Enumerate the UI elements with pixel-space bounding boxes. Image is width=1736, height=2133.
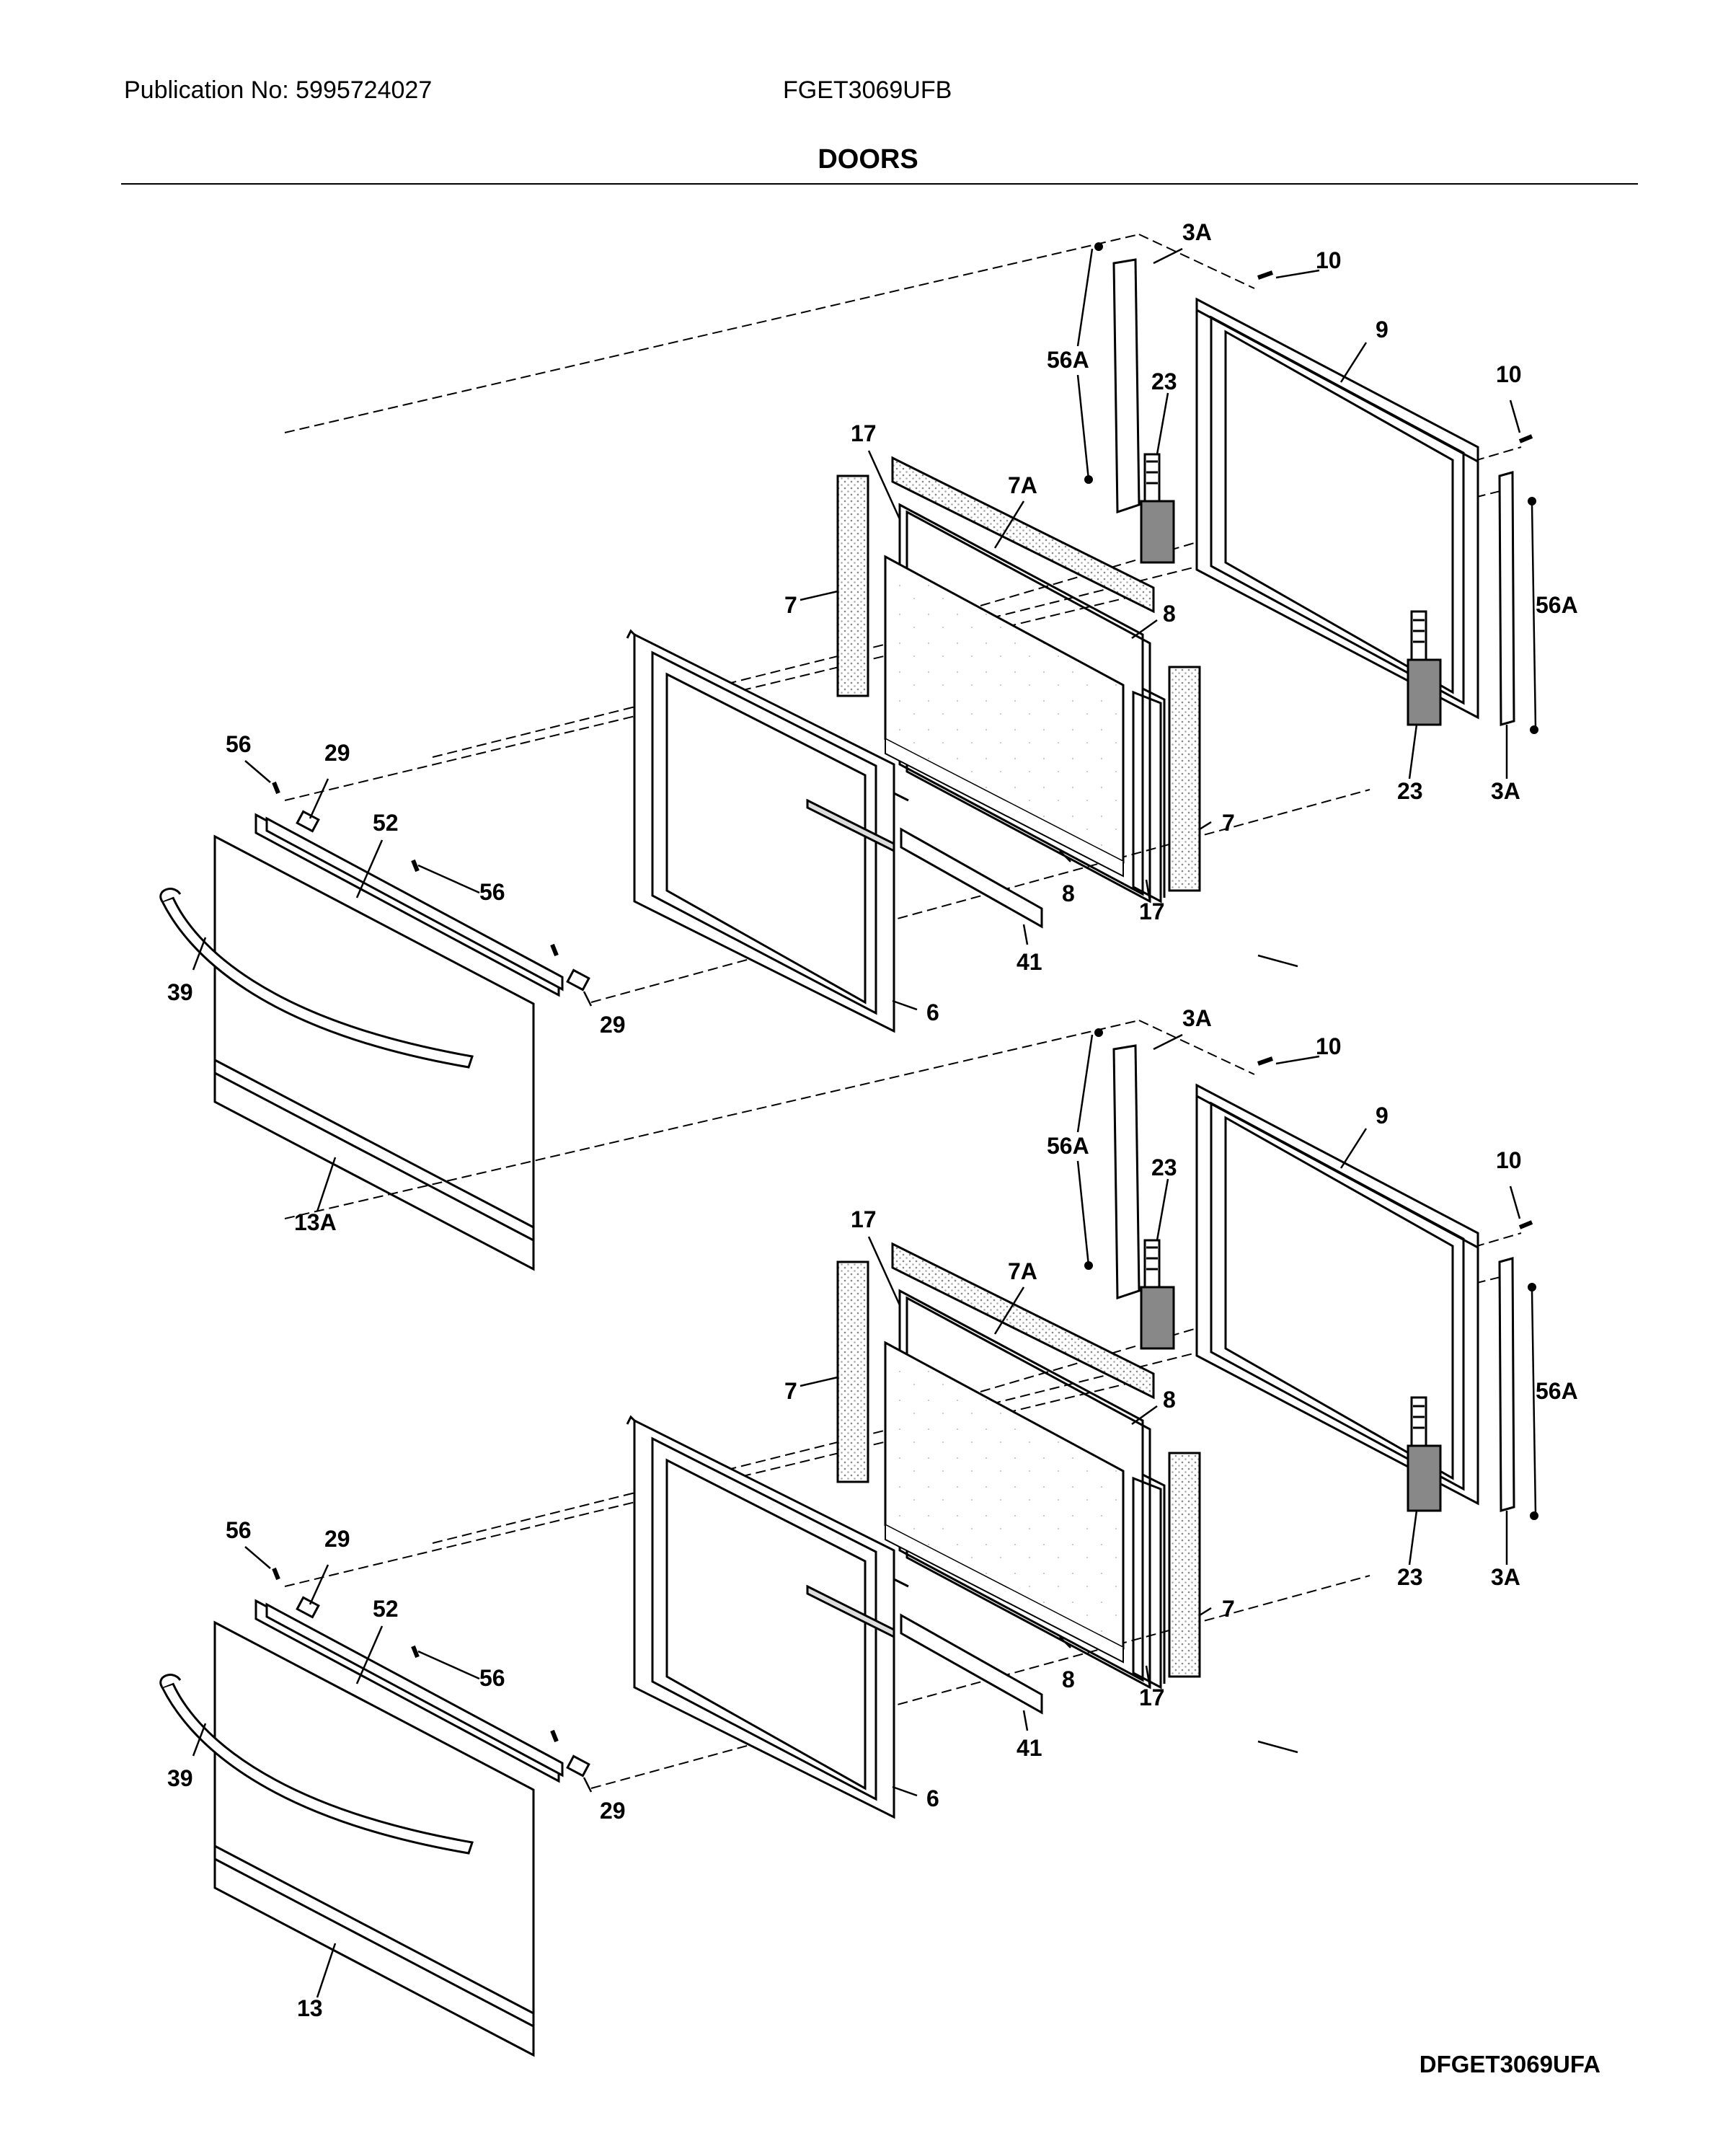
callout-29: 29: [324, 740, 350, 766]
callout-9: 9: [1376, 317, 1389, 343]
callout-23: 23: [1151, 1154, 1177, 1180]
callout-39: 39: [167, 1765, 193, 1791]
callout-56: 56: [226, 1517, 252, 1543]
lower-door-assembly: 3A 10 9 56A 23 10 17 7A 7 8 56A 23 3A 7 …: [161, 1005, 1578, 2055]
callout-23: 23: [1151, 368, 1177, 394]
callout-8: 8: [1163, 601, 1176, 627]
callout-29: 29: [600, 1012, 626, 1038]
callout-6: 6: [926, 1785, 939, 1811]
callout-10: 10: [1316, 1033, 1342, 1059]
upper-door-assembly: 3A 10 9 56A 23 10 17 7A 7 8 56A 23 3A 7 …: [161, 219, 1578, 1269]
callout-7: 7: [784, 592, 797, 618]
callout-17: 17: [1139, 1684, 1165, 1710]
callout-56: 56: [226, 731, 252, 757]
callout-29: 29: [324, 1526, 350, 1552]
callout-56A: 56A: [1536, 592, 1578, 618]
callout-52: 52: [373, 1596, 399, 1622]
model-number: FGET3069UFB: [783, 76, 952, 104]
callout-10: 10: [1316, 247, 1342, 273]
callout-8: 8: [1062, 1666, 1075, 1692]
callout-8: 8: [1163, 1387, 1176, 1413]
callout-10: 10: [1496, 361, 1522, 387]
callout-56A: 56A: [1047, 1133, 1089, 1159]
title-rule: [121, 183, 1638, 185]
callout-56: 56: [479, 1665, 505, 1691]
callout-41: 41: [1017, 1735, 1042, 1761]
callout-56A: 56A: [1047, 347, 1089, 373]
diagram-code: DFGET3069UFA: [1419, 2051, 1600, 2077]
callout-3A: 3A: [1182, 219, 1212, 245]
callout-52: 52: [373, 810, 399, 836]
callout-39: 39: [167, 979, 193, 1005]
callout-7A: 7A: [1008, 472, 1037, 498]
callout-29: 29: [600, 1798, 626, 1824]
callout-3A: 3A: [1491, 1564, 1520, 1590]
callout-7: 7: [1222, 810, 1235, 836]
callout-7: 7: [784, 1378, 797, 1404]
callout-7A: 7A: [1008, 1258, 1037, 1284]
callout-17: 17: [851, 1206, 877, 1232]
publication-number: Publication No: 5995724027: [124, 76, 433, 104]
callout-56: 56: [479, 879, 505, 905]
callout-3A: 3A: [1491, 778, 1520, 804]
callout-7: 7: [1222, 1596, 1235, 1622]
callout-13A: 13A: [294, 1209, 337, 1235]
callout-56A: 56A: [1536, 1378, 1578, 1404]
callout-10: 10: [1496, 1147, 1522, 1173]
callout-9: 9: [1376, 1103, 1389, 1129]
callout-6: 6: [926, 999, 939, 1025]
callout-17: 17: [851, 420, 877, 446]
callout-13: 13: [297, 1995, 323, 2021]
callout-8: 8: [1062, 880, 1075, 906]
callout-3A: 3A: [1182, 1005, 1212, 1031]
callout-23: 23: [1397, 1564, 1423, 1590]
callout-23: 23: [1397, 778, 1423, 804]
section-title: DOORS: [818, 144, 918, 175]
callout-41: 41: [1017, 949, 1042, 975]
callout-17: 17: [1139, 898, 1165, 924]
